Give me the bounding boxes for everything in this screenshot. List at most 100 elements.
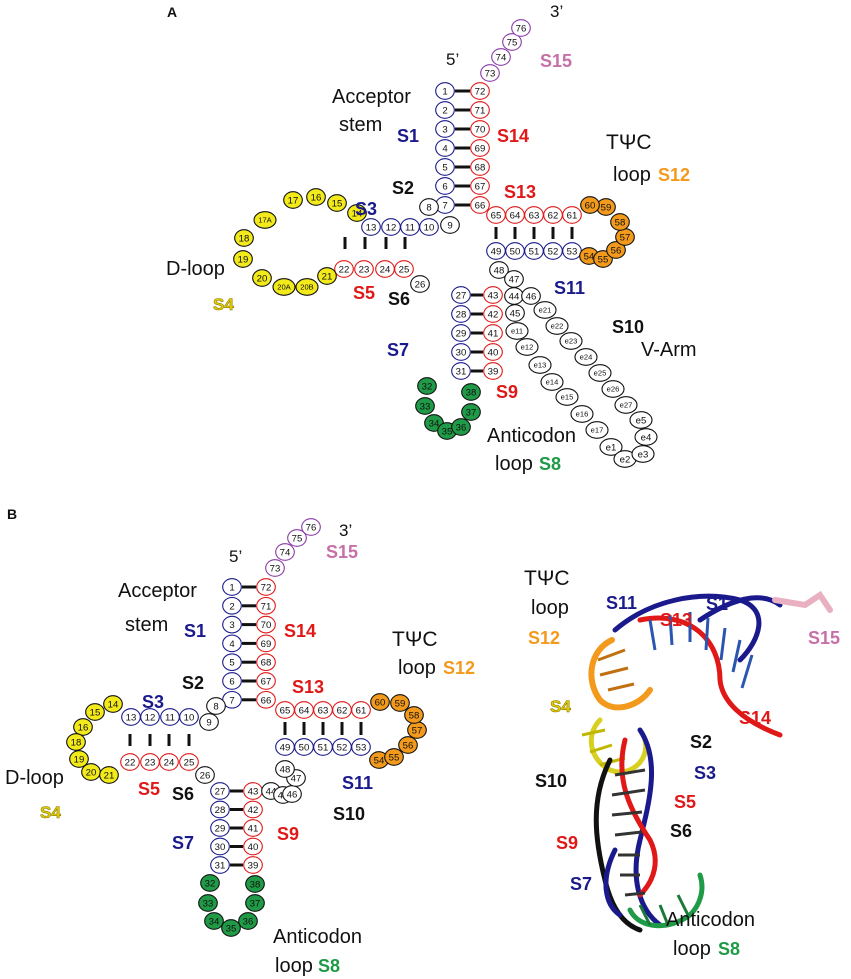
nucleotide-circle	[198, 894, 218, 912]
nucleotide-number: 1	[229, 582, 234, 593]
nucleotide-number: 60	[375, 697, 386, 708]
nucleotide-number: 74	[280, 547, 291, 558]
nucleotide-circle	[103, 695, 123, 713]
ribbon-anticodon-rungs	[638, 904, 652, 926]
ribbon-s15	[772, 590, 833, 613]
nucleotide-circle	[384, 748, 404, 766]
nucleotide-number: 14	[108, 699, 119, 710]
segment-s14: S14	[497, 126, 529, 146]
nucleotide-number: 43	[248, 786, 259, 797]
nucleotide-circle	[629, 411, 653, 429]
nucleotide-circle	[451, 305, 471, 323]
nucleotide-circle	[73, 718, 93, 736]
nucleotide-number: 55	[389, 752, 400, 763]
nucleotide-number: 36	[243, 916, 254, 927]
nucleotide-circle	[440, 216, 460, 234]
nucleotide-circle	[470, 177, 490, 195]
nucleotide-circle	[195, 766, 215, 784]
nucleotide-circle	[451, 343, 471, 361]
nucleotide-circle	[238, 912, 258, 930]
nucleotide-circle	[511, 19, 531, 37]
nucleotide-number: 67	[475, 181, 486, 192]
tertiary-structure-ribbon	[581, 590, 833, 933]
nucleotide-number: 14	[352, 208, 363, 219]
nucleotide-circle	[480, 64, 500, 82]
nucleotide-circle	[489, 261, 509, 279]
nucleotide-number: 44	[509, 291, 520, 302]
nucleotide-circle	[222, 578, 242, 596]
nucleotide-circle	[234, 229, 254, 247]
nucleotide-number: e12	[521, 343, 534, 352]
nucleotide-number: 69	[475, 143, 486, 154]
nucleotide-number: 71	[475, 105, 486, 116]
segment-s14: S14	[284, 621, 316, 641]
segment-s5: S5	[138, 779, 160, 799]
segment-s9: S9	[277, 824, 299, 844]
nucleotide-circle	[243, 800, 263, 819]
ribbon-s3-blue	[633, 727, 663, 928]
nucleotide-number: 7	[229, 695, 234, 706]
nucleotide-number: 66	[475, 200, 486, 211]
nucleotide-circle	[243, 837, 263, 856]
nucleotide-circle	[210, 856, 230, 874]
nucleotide-circle	[381, 218, 401, 236]
nucleotide-number: 69	[261, 639, 272, 650]
nucleotide-number: 11	[405, 222, 415, 233]
nucleotide-number: 17	[288, 195, 299, 206]
nucleotide-circle	[470, 82, 490, 100]
nucleotide-circle	[451, 418, 471, 436]
nucleotide-circle	[120, 753, 140, 771]
segment-s15-3d: S15	[808, 628, 840, 648]
segment-s2: S2	[392, 178, 414, 198]
nucleotide-number: 65	[491, 210, 502, 221]
nucleotide-number: 70	[261, 620, 272, 631]
ribbon-stem-rungs	[614, 830, 643, 837]
nucleotide-number: 23	[359, 264, 370, 275]
nucleotide-number: 10	[424, 222, 435, 233]
nucleotide-circle	[210, 782, 230, 800]
nucleotide-number: 6	[442, 181, 447, 192]
nucleotide-number: e23	[565, 337, 578, 346]
nucleotide-circle	[601, 380, 625, 398]
segment-s13: S13	[504, 182, 536, 202]
nucleotide-number: 30	[456, 347, 467, 358]
nucleotide-circle	[574, 348, 598, 366]
segment-s1-3d: S1	[706, 594, 728, 614]
nucleotide-circle	[599, 438, 623, 456]
nucleotide-number: e13	[534, 361, 547, 370]
nucleotide-number: 68	[261, 658, 272, 669]
nucleotide-number: 31	[215, 860, 226, 871]
nucleotide-number: 20	[257, 273, 268, 284]
nucleotide-number: e5	[636, 415, 647, 426]
nucleotide-circle	[210, 800, 230, 819]
tpsic-loop-label: TΨC	[392, 628, 438, 651]
nucleotide-circle	[256, 672, 276, 690]
nucleotide-number: 1	[442, 86, 447, 97]
nucleotide-number: 47	[291, 773, 302, 784]
nucleotide-number: 21	[322, 271, 333, 282]
nucleotide-number: 62	[337, 705, 348, 716]
nucleotide-circle	[351, 701, 371, 719]
nucleotide-circle	[243, 819, 263, 837]
nucleotide-number: 44	[266, 786, 277, 797]
nucleotide-number: 42	[248, 805, 259, 816]
nucleotide-number: e22	[551, 322, 564, 331]
nucleotide-number: 34	[429, 418, 440, 429]
nucleotide-number: 71	[261, 601, 272, 612]
nucleotide-circle	[394, 260, 414, 278]
nucleotide-circle	[435, 158, 455, 176]
nucleotide-number: 59	[601, 202, 612, 213]
nucleotide-circle	[562, 206, 582, 224]
segment-s7: S7	[172, 833, 194, 853]
nucleotide-circle	[593, 250, 613, 268]
anticodon-loop-label-3d-sub: loop	[673, 938, 711, 960]
segment-s9: S9	[496, 382, 518, 402]
segment-s6-3d: S6	[670, 821, 692, 841]
nucleotide-circle	[483, 362, 503, 380]
nucleotide-number: 59	[395, 698, 406, 709]
nucleotide-number: 3	[442, 124, 447, 135]
nucleotide-circle	[610, 213, 630, 231]
nucleotide-circle	[295, 278, 319, 296]
nucleotide-circle	[521, 287, 541, 305]
nucleotide-number: 73	[485, 68, 496, 79]
